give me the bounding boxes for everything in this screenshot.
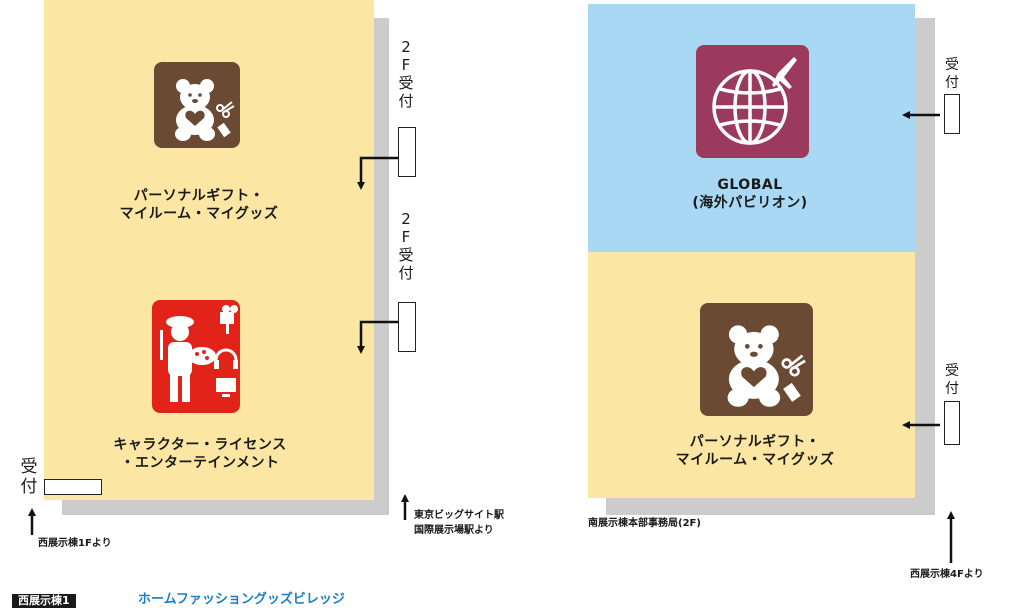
footer-hall-tag: 西展示棟1 [12,594,76,608]
zone-label-line: (海外パビリオン) [692,195,808,211]
reception-1f-counter[interactable] [44,479,102,495]
reception-right-top-counter[interactable] [944,94,960,134]
right-lower-zone-label: パーソナルギフト・ マイルーム・マイグッズ [660,433,850,469]
arrow-reception-middle [357,320,398,354]
caption-from-station: 東京ビッグサイト駅 国際展示場駅より [414,510,504,536]
reception-2f-top-counter[interactable] [398,127,416,177]
reception-right-top-label: 受 付 [945,57,959,91]
caption-south-office: 南展示棟本部事務局(2F) [588,518,701,529]
globe-airplane-icon [696,45,809,158]
artist-entertainment-icon [152,300,240,413]
reception-right-bottom-label: 受 付 [945,363,959,397]
zone-label-line: マイルーム・マイグッズ [675,452,835,468]
footer-area-title: ホームファッショングッズビレッジ [138,592,345,607]
right-upper-zone-label: GLOBAL (海外パビリオン) [650,176,850,212]
zone-label-line: GLOBAL [717,177,783,193]
zone-label-line: キャラクター・ライセンス [113,437,287,453]
caption-from-west-4f: 西展示棟4Fより [910,569,984,580]
reception-1f-label: 受 付 [20,457,38,497]
caption-from-west-1f: 西展示棟1Fより [38,538,112,549]
zone-label-line: パーソナルギフト・ [689,434,821,450]
zone-label-line: マイルーム・マイグッズ [119,206,279,222]
left-lower-zone-label: キャラクター・ライセンス ・エンターテインメント [100,436,300,472]
left-upper-zone-label: パーソナルギフト・ マイルーム・マイグッズ [104,187,294,223]
reception-right-bottom-counter[interactable] [944,401,960,445]
reception-2f-middle-counter[interactable] [398,302,416,352]
reception-2f-top-label: 2 F 受 付 [398,38,414,110]
reception-2f-middle-label: 2 F 受 付 [398,210,414,282]
zone-label-line: ・エンターテインメント [120,455,280,471]
arrow-reception-top [357,156,398,190]
teddy-bear-gift-icon [700,303,813,416]
zone-label-line: パーソナルギフト・ [133,188,265,204]
teddy-bear-gift-icon [154,62,240,148]
